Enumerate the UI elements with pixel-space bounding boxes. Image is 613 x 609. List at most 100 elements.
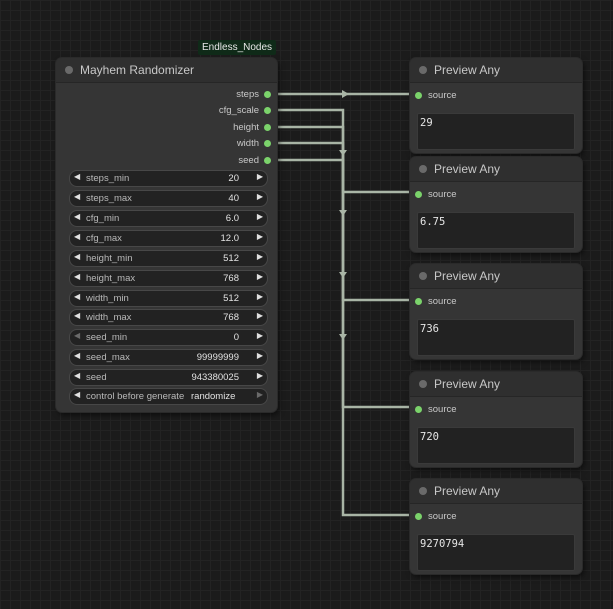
decrement-arrow-icon[interactable]: ◀ <box>74 390 81 399</box>
widget-label: width_min <box>86 292 129 304</box>
node-header[interactable]: Preview Any <box>410 479 582 504</box>
output-slot-icon[interactable] <box>264 156 271 164</box>
collapse-dot-icon[interactable] <box>419 165 427 173</box>
widget-width-max[interactable]: ◀ width_max 768 ▶ <box>69 309 268 326</box>
wire-arrow-icon <box>339 210 347 216</box>
increment-arrow-icon[interactable]: ▶ <box>256 232 263 241</box>
widget-seed-max[interactable]: ◀ seed_max 99999999 ▶ <box>69 349 268 366</box>
widget-value: 943380025 <box>191 371 239 383</box>
widget-label: cfg_max <box>86 232 122 244</box>
preview-any-node[interactable]: Preview Any source 736 <box>410 264 582 359</box>
widget-value: 0 <box>233 331 239 343</box>
decrement-arrow-icon[interactable]: ◀ <box>74 272 81 281</box>
widget-label: steps_max <box>86 192 132 204</box>
decrement-arrow-icon[interactable]: ◀ <box>74 232 81 241</box>
decrement-arrow-icon[interactable]: ◀ <box>74 351 81 360</box>
widget-value: randomize <box>191 390 236 402</box>
increment-arrow-icon[interactable]: ▶ <box>256 292 263 301</box>
increment-arrow-icon[interactable]: ▶ <box>256 252 263 261</box>
widget-seed[interactable]: ◀ seed 943380025 ▶ <box>69 369 268 386</box>
collapse-dot-icon[interactable] <box>419 380 427 388</box>
input-source[interactable]: source <box>415 402 457 416</box>
input-source[interactable]: source <box>415 187 457 201</box>
output-slot-icon[interactable] <box>264 106 271 114</box>
input-source[interactable]: source <box>415 509 457 523</box>
widget-steps-min[interactable]: ◀ steps_min 20 ▶ <box>69 170 268 187</box>
decrement-arrow-icon[interactable]: ◀ <box>74 252 81 261</box>
input-source[interactable]: source <box>415 294 457 308</box>
preview-any-node[interactable]: Preview Any source 720 <box>410 372 582 467</box>
collapse-dot-icon[interactable] <box>65 66 73 74</box>
increment-arrow-icon[interactable]: ▶ <box>256 172 263 181</box>
output-width[interactable]: width <box>237 135 271 151</box>
widget-label: height_max <box>86 272 136 284</box>
output-steps[interactable]: steps <box>236 86 271 102</box>
preview-any-node[interactable]: Preview Any source 6.75 <box>410 157 582 252</box>
input-slot-icon[interactable] <box>415 405 422 413</box>
increment-arrow-icon[interactable]: ▶ <box>256 371 263 380</box>
node-header[interactable]: Preview Any <box>410 157 582 182</box>
preview-output-box[interactable]: 6.75 <box>417 212 575 249</box>
preview-output-box[interactable]: 736 <box>417 319 575 356</box>
increment-arrow-icon[interactable]: ▶ <box>256 351 263 360</box>
output-label: width <box>236 137 259 149</box>
widget-label: width_max <box>86 311 132 323</box>
widget-steps-max[interactable]: ◀ steps_max 40 ▶ <box>69 190 268 207</box>
widget-cfg-min[interactable]: ◀ cfg_min 6.0 ▶ <box>69 210 268 227</box>
node-header[interactable]: Preview Any <box>410 372 582 397</box>
output-seed[interactable]: seed <box>238 152 271 168</box>
input-slot-icon[interactable] <box>415 297 422 305</box>
collapse-dot-icon[interactable] <box>419 487 427 495</box>
node-header[interactable]: Preview Any <box>410 264 582 289</box>
widget-control-before-generate[interactable]: ◀ control before generate randomize ▶ <box>69 388 268 405</box>
increment-arrow-icon[interactable]: ▶ <box>256 192 263 201</box>
output-cfg-scale[interactable]: cfg_scale <box>219 102 271 118</box>
decrement-arrow-icon[interactable]: ◀ <box>74 192 81 201</box>
increment-arrow-icon[interactable]: ▶ <box>256 331 263 340</box>
collapse-dot-icon[interactable] <box>419 66 427 74</box>
decrement-arrow-icon[interactable]: ◀ <box>74 311 81 320</box>
preview-any-node[interactable]: Preview Any source 29 <box>410 58 582 153</box>
output-slot-icon[interactable] <box>264 123 271 131</box>
preview-output-box[interactable]: 720 <box>417 427 575 464</box>
widget-seed-min[interactable]: ◀ seed_min 0 ▶ <box>69 329 268 346</box>
wire-height <box>270 125 419 302</box>
decrement-arrow-icon[interactable]: ◀ <box>74 371 81 380</box>
output-label: cfg_scale <box>218 104 259 116</box>
node-title: Mayhem Randomizer <box>80 63 195 77</box>
widget-height-min[interactable]: ◀ height_min 512 ▶ <box>69 250 268 267</box>
increment-arrow-icon[interactable]: ▶ <box>256 390 263 399</box>
decrement-arrow-icon[interactable]: ◀ <box>74 292 81 301</box>
node-title: Preview Any <box>434 269 501 283</box>
widget-width-min[interactable]: ◀ width_min 512 ▶ <box>69 290 268 307</box>
node-badge: Endless_Nodes <box>198 40 277 55</box>
preview-output-box[interactable]: 29 <box>417 113 575 150</box>
increment-arrow-icon[interactable]: ▶ <box>256 212 263 221</box>
input-slot-icon[interactable] <box>415 91 422 99</box>
node-header[interactable]: Mayhem Randomizer <box>56 58 277 83</box>
input-label: source <box>428 295 457 307</box>
input-source[interactable]: source <box>415 88 457 102</box>
increment-arrow-icon[interactable]: ▶ <box>256 311 263 320</box>
preview-output-text: 720 <box>420 431 439 443</box>
collapse-dot-icon[interactable] <box>419 272 427 280</box>
widget-cfg-max[interactable]: ◀ cfg_max 12.0 ▶ <box>69 230 268 247</box>
decrement-arrow-icon[interactable]: ◀ <box>74 212 81 221</box>
node-header[interactable]: Preview Any <box>410 58 582 83</box>
decrement-arrow-icon[interactable]: ◀ <box>74 331 81 340</box>
node-title: Preview Any <box>434 377 501 391</box>
output-height[interactable]: height <box>233 119 271 135</box>
mayhem-randomizer-node[interactable]: Mayhem Randomizer steps cfg_scale height… <box>56 58 277 412</box>
input-slot-icon[interactable] <box>415 512 422 520</box>
increment-arrow-icon[interactable]: ▶ <box>256 272 263 281</box>
widget-height-max[interactable]: ◀ height_max 768 ▶ <box>69 270 268 287</box>
input-slot-icon[interactable] <box>415 190 422 198</box>
output-slot-icon[interactable] <box>264 90 271 98</box>
wire-arrow-icon <box>339 150 347 156</box>
decrement-arrow-icon[interactable]: ◀ <box>74 172 81 181</box>
preview-output-box[interactable]: 9270794 <box>417 534 575 571</box>
widget-value: 20 <box>228 172 239 184</box>
preview-any-node[interactable]: Preview Any source 9270794 <box>410 479 582 574</box>
output-slot-icon[interactable] <box>264 139 271 147</box>
node-title: Preview Any <box>434 162 501 176</box>
